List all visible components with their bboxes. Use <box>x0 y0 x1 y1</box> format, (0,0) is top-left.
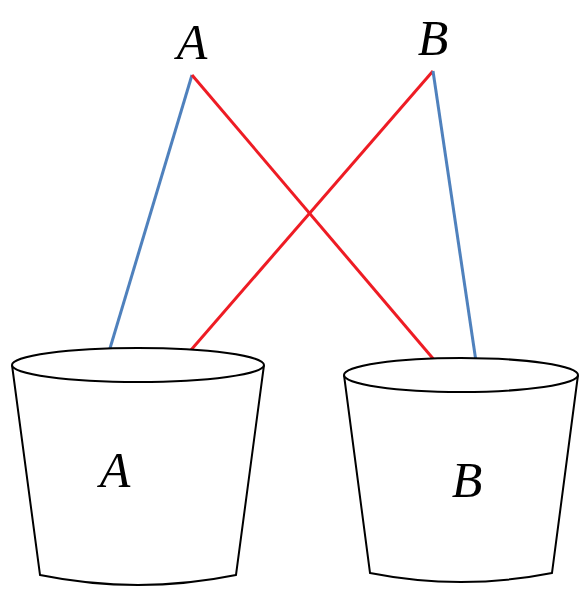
bucket: B <box>342 375 580 580</box>
letter-label: B <box>418 13 449 63</box>
source-letter: B <box>410 13 457 63</box>
arrow-connector <box>105 75 192 365</box>
bucket-rim <box>344 358 578 392</box>
bucket-body <box>12 365 264 585</box>
arrow-connector <box>192 75 447 375</box>
letter-label: B <box>452 455 483 505</box>
bucket-rim <box>12 348 264 382</box>
letter-label: A <box>177 17 208 67</box>
bucket-outline <box>10 365 266 585</box>
source-letter: A <box>169 17 216 67</box>
bucket: A <box>10 365 266 585</box>
letter-label: A <box>100 445 131 495</box>
arrow-connector <box>178 71 433 365</box>
arrow-connector <box>433 71 478 375</box>
bucket-body <box>344 375 578 582</box>
